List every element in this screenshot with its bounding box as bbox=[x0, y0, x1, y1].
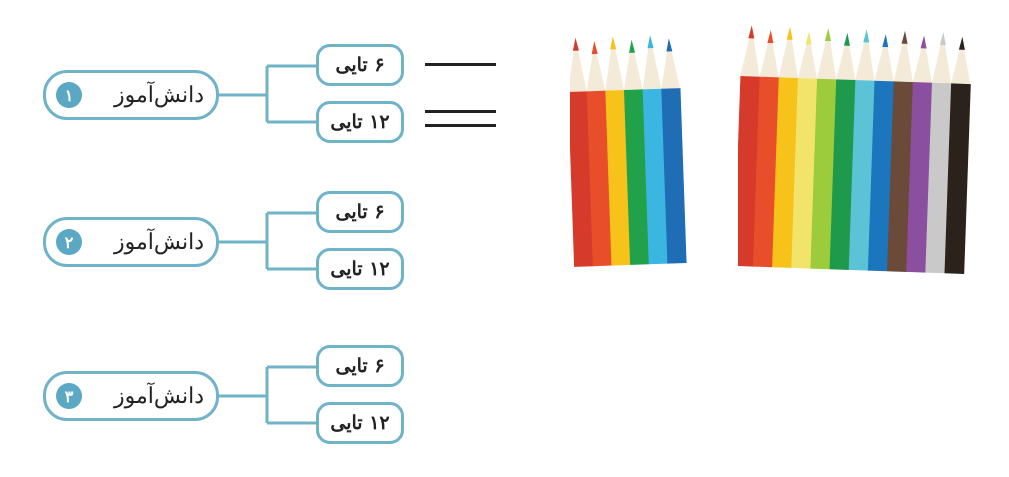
pencil-body bbox=[906, 82, 933, 273]
pencil-body bbox=[752, 76, 780, 268]
connector-student-2 bbox=[219, 211, 317, 271]
pencil-set-6-illustration bbox=[570, 35, 687, 267]
pencil-body bbox=[642, 88, 668, 265]
pencil-tip bbox=[748, 25, 755, 39]
pencil-body bbox=[791, 78, 818, 269]
pencil-body bbox=[829, 79, 856, 270]
pencil-tip bbox=[843, 32, 850, 46]
pencil-wood bbox=[874, 45, 894, 82]
pencil-tip bbox=[901, 30, 908, 44]
legend-double-line-top bbox=[425, 110, 496, 113]
pencil-body bbox=[738, 76, 761, 267]
pencil-body bbox=[887, 81, 914, 272]
pencil-wood bbox=[931, 44, 952, 84]
pencil-body bbox=[661, 88, 687, 264]
pencil-wood bbox=[586, 52, 606, 92]
pencil-set-12-illustration bbox=[738, 25, 971, 274]
pencil-body bbox=[944, 83, 971, 274]
pencil-body bbox=[810, 78, 837, 270]
pencil-wood bbox=[778, 38, 798, 79]
student-label: دانش‌آموز bbox=[114, 82, 204, 108]
student-2-option-12[interactable]: ۱۲ تایی bbox=[316, 248, 404, 290]
student-3-option-12[interactable]: ۱۲ تایی bbox=[316, 402, 404, 444]
pencil-body bbox=[848, 80, 876, 271]
student-1-option-12[interactable]: ۱۲ تایی bbox=[316, 101, 404, 143]
pencil-tip bbox=[786, 26, 793, 40]
pencil-tip bbox=[958, 36, 965, 50]
pencil-tip bbox=[647, 35, 654, 49]
student-box-3: ۳ دانش‌آموز bbox=[43, 371, 219, 421]
pencil-tip bbox=[882, 34, 889, 48]
pencil-wood bbox=[797, 43, 818, 79]
student-number-badge: ۱ bbox=[56, 82, 82, 108]
pencil-tip bbox=[629, 39, 636, 53]
pencil-wood bbox=[759, 41, 779, 78]
pencil-wood bbox=[893, 42, 913, 83]
pencil-wood bbox=[836, 44, 856, 81]
student-number-badge: ۳ bbox=[56, 383, 82, 409]
pencil-body bbox=[605, 90, 631, 266]
student-3-option-6[interactable]: ۶ تایی bbox=[316, 345, 404, 387]
pencil-body bbox=[623, 89, 650, 265]
pencil-wood bbox=[951, 48, 971, 85]
pencil-tip bbox=[920, 35, 927, 49]
pencil-wood bbox=[912, 47, 932, 83]
legend-double-line-bottom bbox=[425, 124, 496, 127]
student-number-badge: ۲ bbox=[56, 229, 82, 255]
legend-single-line bbox=[425, 63, 496, 66]
pencil-body bbox=[586, 90, 612, 267]
pencil-wood bbox=[623, 51, 643, 91]
pencil-tip bbox=[572, 37, 579, 51]
student-label: دانش‌آموز bbox=[114, 383, 204, 409]
pencil-wood bbox=[661, 50, 680, 89]
pencil-wood bbox=[740, 37, 760, 77]
pencil-wood bbox=[855, 41, 875, 81]
pencil-body bbox=[570, 91, 594, 267]
student-1-option-6[interactable]: ۶ تایی bbox=[316, 44, 404, 86]
pencil-tip bbox=[666, 38, 673, 52]
connector-student-3 bbox=[219, 365, 317, 425]
pencil-tip bbox=[591, 41, 598, 55]
student-2-option-6[interactable]: ۶ تایی bbox=[316, 191, 404, 233]
connector-student-1 bbox=[219, 64, 317, 124]
pencil-tip bbox=[939, 32, 946, 46]
pencil-tip bbox=[610, 36, 617, 50]
pencil-wood bbox=[605, 48, 624, 91]
pencil-wood bbox=[817, 39, 837, 80]
student-label: دانش‌آموز bbox=[114, 229, 204, 255]
pencil-tip bbox=[863, 29, 870, 43]
student-box-2: ۲ دانش‌آموز bbox=[43, 217, 219, 267]
pencil-tip bbox=[805, 31, 812, 45]
student-box-1: ۱ دانش‌آموز bbox=[43, 70, 219, 120]
pencil-body bbox=[772, 77, 799, 268]
pencil-tip bbox=[767, 30, 774, 44]
pencil-tip bbox=[824, 28, 831, 42]
pencil-body bbox=[925, 82, 952, 274]
pencil-wood bbox=[642, 47, 662, 90]
pencil-body bbox=[867, 80, 895, 272]
pencil-wood bbox=[570, 49, 587, 92]
